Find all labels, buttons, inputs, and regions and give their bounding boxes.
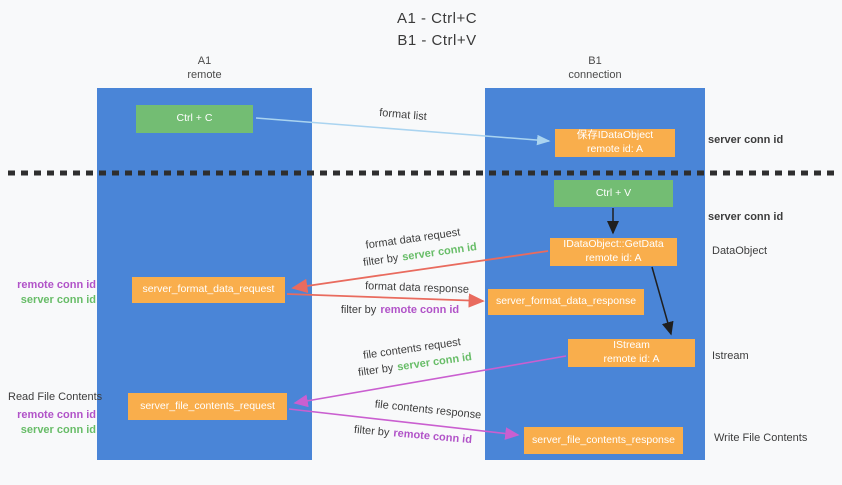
edge-label-format-data-response: format data response xyxy=(364,280,470,296)
server-format-data-request-label: server_format_data_request xyxy=(142,283,275,296)
lane-a1-name: A1 xyxy=(197,55,212,67)
node-istream: IStream remote id: A xyxy=(568,339,695,367)
lane-header-b1: B1 connection xyxy=(485,55,705,83)
lane-b1-role: connection xyxy=(568,68,622,81)
side-label-read-file-contents: Read File Contents xyxy=(8,391,103,403)
node-ctrl-v: Ctrl + V xyxy=(554,180,673,207)
side-label-dataobject: DataObject xyxy=(712,245,768,257)
diagram-title: A1 - Ctrl+C B1 - Ctrl+V xyxy=(327,8,547,52)
istream-line2: remote id: A xyxy=(603,353,660,365)
istream-line1: IStream xyxy=(613,339,650,352)
remote-conn-id-text: remote conn id xyxy=(380,304,460,316)
remote-conn-id-label: remote conn id xyxy=(17,409,96,421)
filter-by-text: filter by xyxy=(357,362,395,379)
server-conn-id-label: server conn id xyxy=(20,293,96,306)
filter-by-text: filter by xyxy=(362,252,400,269)
side-label-istream: Istream xyxy=(712,350,749,362)
node-ctrl-c: Ctrl + C xyxy=(136,105,253,133)
edge-label-format-list: format list xyxy=(378,106,428,124)
side-label-server-conn-id-mid: server conn id xyxy=(708,211,784,223)
getdata-line2: remote id: A xyxy=(585,252,642,264)
node-server-file-contents-request: server_file_contents_request xyxy=(128,393,287,420)
title-line-a1: A1 - Ctrl+C xyxy=(396,10,478,27)
server-file-contents-response-label: server_file_contents_response xyxy=(531,433,675,446)
side-label-write-file-contents: Write File Contents xyxy=(714,432,808,444)
left-label-group-file: remote conn id server conn id xyxy=(12,408,96,438)
title-line-b1: B1 - Ctrl+V xyxy=(397,31,477,49)
ctrl-c-label: Ctrl + C xyxy=(176,112,213,125)
filter-by-text: filter by xyxy=(353,423,390,439)
filter-by-text: filter by xyxy=(340,304,377,316)
node-server-format-data-request: server_format_data_request xyxy=(132,277,285,303)
lane-b1-name: B1 xyxy=(588,55,602,67)
server-file-contents-request-label: server_file_contents_request xyxy=(140,399,275,412)
node-save-idataobject: 保存IDataObject remote id: A xyxy=(555,129,675,157)
ctrl-v-label: Ctrl + V xyxy=(595,186,632,199)
lane-a1-role: remote xyxy=(187,68,222,81)
side-label-server-conn-id-top: server conn id xyxy=(708,134,784,146)
node-idataobject-getdata: IDataObject::GetData remote id: A xyxy=(550,238,677,266)
node-server-format-data-response: server_format_data_response xyxy=(488,289,644,315)
remote-conn-id-text: remote conn id xyxy=(392,427,473,447)
save-idataobject-line1: 保存IDataObject xyxy=(576,129,654,142)
getdata-line1: IDataObject::GetData xyxy=(563,238,664,251)
remote-conn-id-label: remote conn id xyxy=(17,279,96,291)
server-format-data-response-label: server_format_data_response xyxy=(495,295,637,308)
node-server-file-contents-response: server_file_contents_response xyxy=(524,427,683,454)
server-conn-id-label: server conn id xyxy=(20,423,96,436)
lane-header-a1: A1 remote xyxy=(97,55,312,83)
save-idataobject-line2: remote id: A xyxy=(586,143,644,155)
left-label-group-format: remote conn id server conn id xyxy=(12,278,96,308)
